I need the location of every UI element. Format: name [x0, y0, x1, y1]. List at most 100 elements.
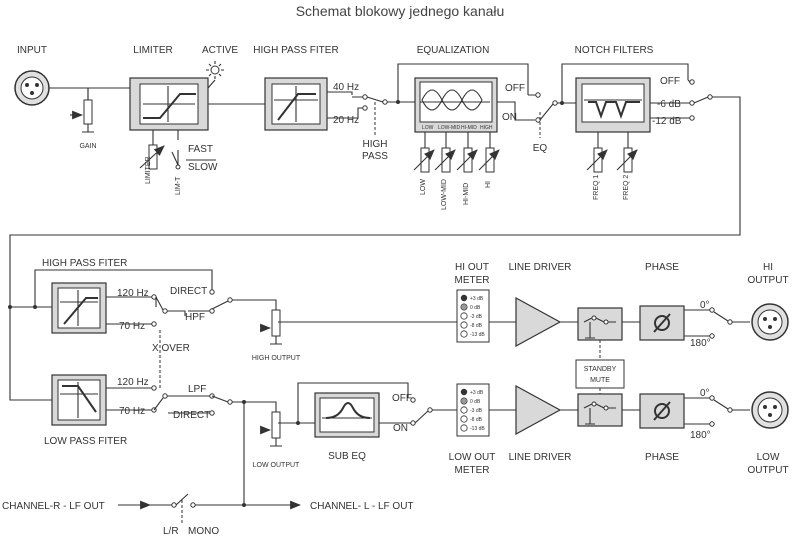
- active-label: ACTIVE: [202, 45, 238, 56]
- notch-label: NOTCH FILTERS: [575, 45, 654, 56]
- notch-6db-label: -6 dB: [657, 99, 681, 110]
- hi-meter-scale-1: 0 dB: [470, 305, 481, 311]
- eq-on-label: ON: [502, 112, 517, 123]
- hi-meter-label-2: METER: [455, 275, 490, 286]
- limiter-knob-label: LIMITER: [145, 156, 152, 184]
- limiter-label: LIMITER: [133, 45, 172, 56]
- phase-lo-180deg: 180°: [690, 430, 711, 441]
- hi-meter-scale-3: -8 dB: [470, 323, 483, 329]
- standby-label: STANDBY: [584, 366, 617, 373]
- phase-hi-0deg: 0°: [700, 300, 710, 311]
- hi-meter-label-1: HI OUT: [455, 262, 489, 273]
- eq-label: EQUALIZATION: [417, 45, 490, 56]
- eq-switch-label: EQ: [533, 143, 548, 154]
- low-meter-scale-1: 0 dB: [470, 399, 481, 405]
- hpf1-40hz: 40 Hz: [333, 82, 359, 93]
- low-output-potentiometer: [260, 411, 282, 447]
- notch-12db-label: -12 dB: [652, 116, 682, 127]
- notch-freq1-label: FREQ 1: [593, 175, 600, 200]
- phase-hi-switch: [709, 307, 750, 339]
- line-driver-hi-label: LINE DRIVER: [509, 262, 572, 273]
- channel-r-label: CHANNEL-R - LF OUT: [2, 501, 105, 512]
- eq-band-high: HIGH: [480, 125, 493, 131]
- notch-knob-freq2: [616, 132, 638, 173]
- low-output-label: LOW OUTPUT: [253, 462, 300, 469]
- hi-output-xlr-connector: [751, 303, 789, 341]
- lr-label: L/R: [163, 526, 179, 537]
- hi-output-label-1: HI: [763, 262, 773, 273]
- phase-lo-icon: [653, 401, 671, 421]
- xover-70hz-a: 70 Hz: [119, 321, 145, 332]
- low-meter-scale-2: -3 dB: [470, 408, 483, 414]
- standby-mute-button[interactable]: [575, 359, 625, 389]
- slow-label: SLOW: [188, 162, 218, 173]
- high-pass-label-1: HIGH: [363, 139, 388, 150]
- xover-hpf-label: HIGH PASS FITER: [42, 258, 127, 269]
- low-meter-label-1: LOW OUT: [449, 452, 496, 463]
- active-led-icon: [206, 61, 224, 79]
- xover-120hz-b: 120 Hz: [117, 377, 149, 388]
- eq-knob-low-label: LOW: [420, 179, 427, 195]
- hi-meter-scale-2: -3 dB: [470, 314, 483, 320]
- hpf1-label: HIGH PASS FITER: [253, 45, 338, 56]
- line-driver-lo: [515, 384, 562, 436]
- low-output-xlr-connector: [751, 391, 789, 429]
- input-xlr-connector: [14, 70, 50, 106]
- mute-relay-hi: [577, 307, 623, 341]
- low-meter-leds: [460, 388, 468, 432]
- notch-switch: [687, 79, 713, 121]
- eq-knob-hi-label: HI: [485, 181, 492, 188]
- lim-t-label: LIM-T: [175, 176, 182, 195]
- hi-meter-leds: [460, 294, 468, 338]
- phase-lo-switch: [709, 395, 750, 427]
- low-meter-scale-4: -13 dB: [470, 426, 485, 432]
- high-output-potentiometer: [260, 309, 282, 345]
- gain-potentiometer: [70, 99, 94, 133]
- hi-meter-scale-0: +3 dB: [470, 296, 484, 302]
- eq-knob-low-mid: [434, 132, 456, 173]
- line-driver-hi: [515, 296, 562, 348]
- phase-hi-label: PHASE: [645, 262, 679, 273]
- eq-knob-hi-mid-label: HI-MID: [463, 183, 470, 205]
- phase-lo-0deg: 0°: [700, 388, 710, 399]
- gain-label: GAIN: [79, 143, 96, 150]
- xover-lpf-label: LOW PASS FITER: [44, 436, 127, 447]
- hi-output-label-2: OUTPUT: [747, 275, 788, 286]
- high-pass-label-2: PASS: [362, 151, 388, 162]
- line-driver-lo-label: LINE DRIVER: [509, 452, 572, 463]
- sub-eq-label: SUB EQ: [328, 451, 366, 462]
- xover-lpf: LPF: [188, 384, 206, 395]
- high-output-label: HIGH OUTPUT: [252, 355, 301, 362]
- xover-120hz-a: 120 Hz: [117, 288, 149, 299]
- limiter-knob: [139, 144, 165, 170]
- fast-label: FAST: [188, 144, 213, 155]
- sub-eq-on: ON: [393, 423, 408, 434]
- phase-lo-label: PHASE: [645, 452, 679, 463]
- xover-label: X OVER: [152, 343, 190, 354]
- sub-eq-switch: [410, 397, 433, 426]
- notch-knob-freq1: [586, 132, 608, 173]
- eq-switch: [535, 92, 558, 138]
- phase-hi-icon: [653, 313, 671, 333]
- eq-off-label: OFF: [505, 83, 525, 94]
- mute-relay-lo: [577, 393, 623, 427]
- mono-label: MONO: [188, 526, 219, 537]
- sub-eq-off: OFF: [392, 393, 412, 404]
- low-meter-label-2: METER: [455, 465, 490, 476]
- low-meter-scale-0: +3 dB: [470, 390, 484, 396]
- xover-direct-a: DIRECT: [170, 286, 207, 297]
- xover-70hz-b: 70 Hz: [119, 406, 145, 417]
- hpf-direct-switch: [188, 289, 233, 314]
- hi-meter-scale-4: -13 dB: [470, 332, 485, 338]
- lpf-direct-switch: [168, 393, 233, 416]
- notch-off-label: OFF: [660, 76, 680, 87]
- phase-hi-180deg: 180°: [690, 338, 711, 349]
- eq-knob-low-mid-label: LOW-MID: [441, 179, 448, 210]
- notch-freq2-label: FREQ 2: [623, 175, 630, 200]
- eq-knob-hi-mid: [456, 132, 478, 173]
- eq-band-low: LOW: [422, 125, 434, 131]
- channel-l-label: CHANNEL- L - LF OUT: [310, 501, 414, 512]
- eq-band-hi-mid: HI-MID: [461, 125, 477, 131]
- mute-label: MUTE: [590, 377, 610, 384]
